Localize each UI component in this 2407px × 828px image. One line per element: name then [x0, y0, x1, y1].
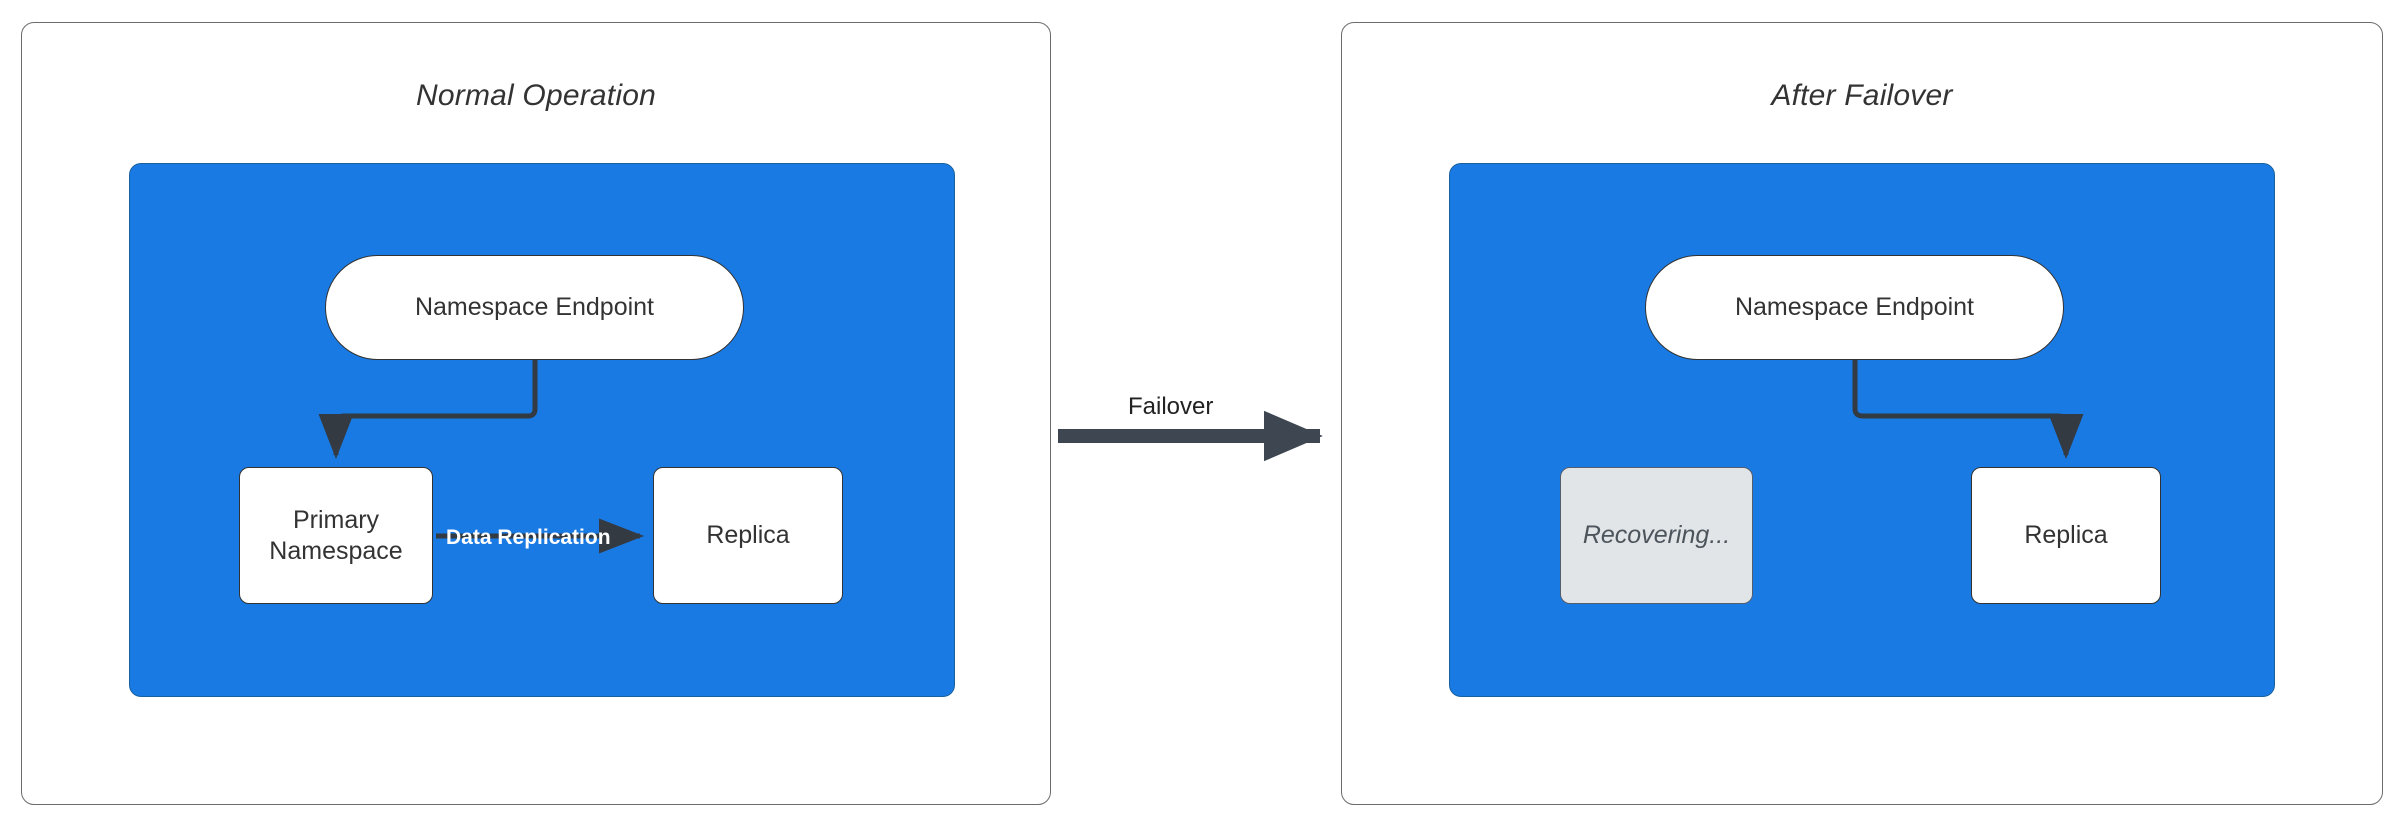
- node-primary-namespace-label-line2: Namespace: [269, 536, 403, 565]
- node-namespace-endpoint-normal[interactable]: Namespace Endpoint: [325, 255, 744, 360]
- panel-title-normal-operation: Normal Operation: [416, 79, 656, 112]
- node-namespace-endpoint-failover[interactable]: Namespace Endpoint: [1645, 255, 2064, 360]
- blue-region-normal-operation: [129, 163, 955, 697]
- panel-title-after-failover: After Failover: [1771, 79, 1953, 112]
- edge-label-data-replication: Data Replication: [446, 526, 611, 549]
- edge-label-failover: Failover: [1128, 393, 1214, 420]
- node-primary-namespace-label-line1: Primary: [292, 506, 380, 534]
- node-primary-namespace[interactable]: Primary Namespace: [239, 467, 433, 604]
- node-replica-failover[interactable]: Replica: [1971, 467, 2161, 604]
- node-replica-normal[interactable]: Replica: [653, 467, 843, 604]
- blue-region-after-failover: [1449, 163, 2275, 697]
- node-primary-namespace-label: Primary Namespace: [269, 505, 402, 566]
- node-recovering[interactable]: Recovering...: [1560, 467, 1753, 604]
